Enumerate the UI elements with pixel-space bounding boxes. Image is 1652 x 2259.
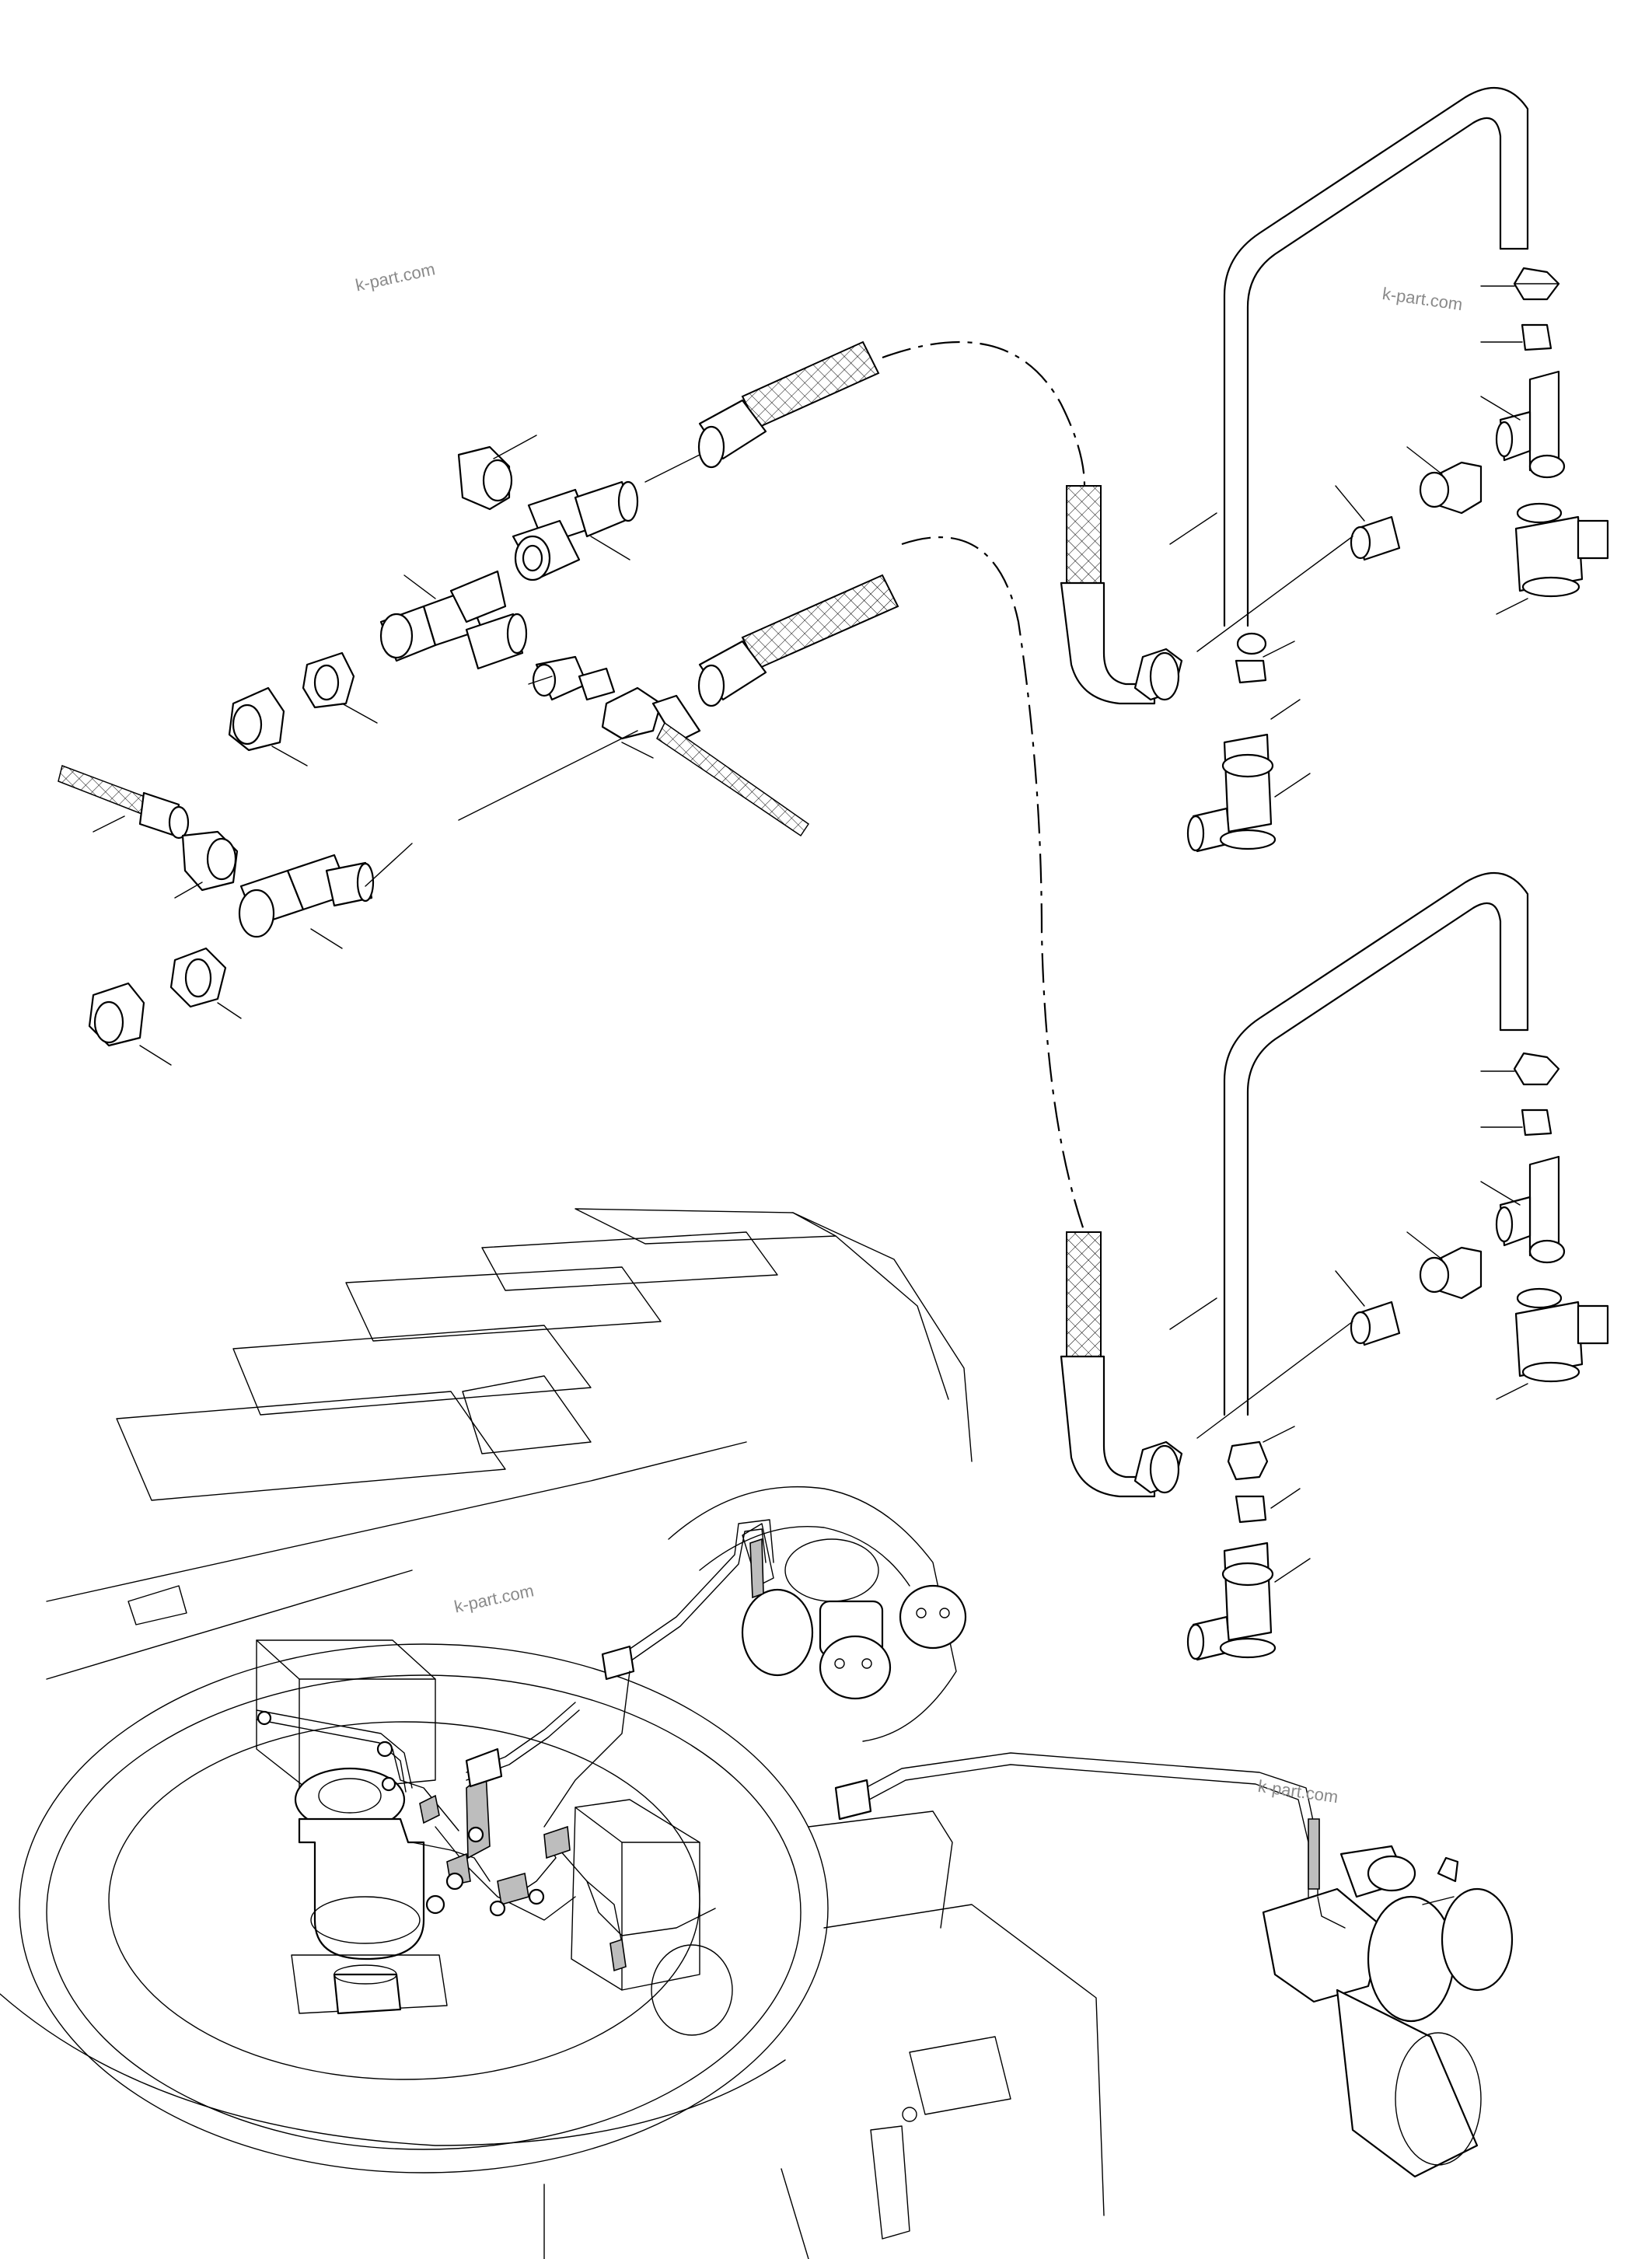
steel-pipe-assembly-lower (1169, 871, 1609, 1661)
valve-body-upper-right (1514, 502, 1609, 598)
rotary-filter-canister (291, 1767, 448, 2015)
flare-nut-upper-right (1513, 267, 1560, 301)
connector-middle-left (228, 686, 285, 752)
braided-hose-lower-left (58, 765, 190, 840)
sleeve-upper-right (1521, 323, 1552, 351)
union-connector-center (532, 655, 616, 701)
sleeve-lower-left (169, 947, 227, 1008)
hydraulic-pump-upper (741, 1584, 967, 1700)
hose-continuation-dashed-upper (882, 340, 1086, 487)
hydraulic-pump-lower (1262, 1845, 1514, 2178)
tee-fitting-upper-left (512, 480, 639, 581)
braided-hose-upper-left (644, 340, 880, 483)
braided-hose-diagonal (601, 686, 810, 837)
tubing-to-pump-upper (465, 1519, 774, 1828)
tee-fitting-upper-right (1495, 370, 1566, 479)
leader-lines-upper-right (1169, 285, 1528, 798)
braided-hose-elbow-lower (1060, 1231, 1183, 1498)
nut-lower-left (181, 830, 239, 892)
nut-upper-left (457, 445, 513, 511)
nut-middle-left (302, 651, 355, 709)
braided-hose-middle-left (697, 574, 899, 707)
steel-pipe-assembly-upper (1169, 86, 1609, 853)
sleeve-lower-right (1521, 1109, 1552, 1136)
hose-continuation-dashed-lower (901, 536, 1086, 1233)
tubing-to-pump-lower-right (834, 1752, 1320, 1898)
fitting-cluster-lower-center (1186, 1246, 1483, 1661)
swing-ring (0, 1643, 1105, 2259)
connector-lower-left (88, 982, 145, 1047)
engine-cover-panels (46, 1208, 973, 1680)
engine-block (668, 1486, 967, 1742)
flare-nut-lower-right (1513, 1052, 1560, 1086)
braided-hose-elbow-upper (1060, 485, 1183, 705)
tee-fitting-lower-left (238, 854, 375, 938)
leader-lines-left (93, 435, 654, 1066)
valve-body-lower-right (1514, 1287, 1609, 1383)
swivel-joint-block (256, 1639, 733, 2036)
tee-fitting-middle-left (379, 570, 528, 670)
leader-lines-lower-right (1169, 1070, 1528, 1583)
fitting-cluster-upper-center (1186, 461, 1483, 853)
tee-fitting-lower-right (1495, 1155, 1566, 1264)
